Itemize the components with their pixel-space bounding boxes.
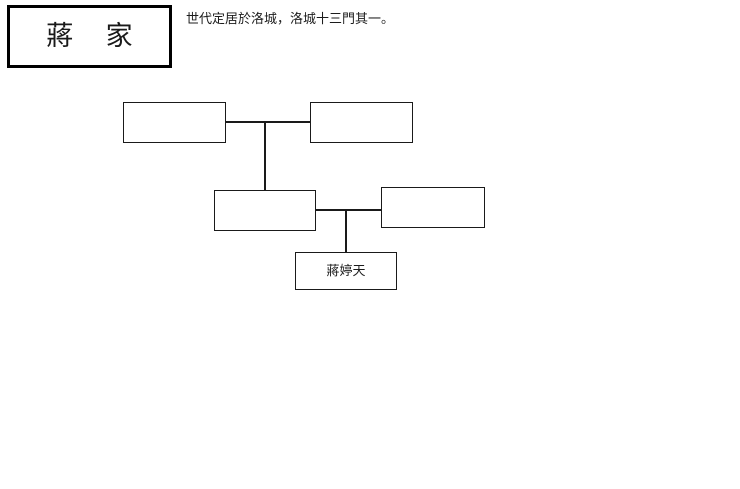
- tree-node-label-child: 蔣婷天: [326, 263, 366, 279]
- tree-node-parent-mother: [381, 187, 485, 228]
- connector-gen1-to-gen2-drop: [264, 121, 266, 191]
- tree-node-grandparent-mother: [310, 102, 413, 143]
- family-description-text: 世代定居於洛城，洛城十三門其一。: [186, 12, 395, 27]
- connector-gen2-to-child-drop: [345, 209, 347, 253]
- family-title-box: 蔣 家: [7, 5, 172, 68]
- tree-node-grandparent-father: [123, 102, 226, 143]
- connector-gen1-spouse-bar: [225, 121, 311, 123]
- family-title-text: 蔣 家: [46, 21, 136, 52]
- connector-gen2-spouse-bar: [315, 209, 382, 211]
- tree-node-child: 蔣婷天: [295, 252, 397, 290]
- tree-node-parent-father: [214, 190, 316, 231]
